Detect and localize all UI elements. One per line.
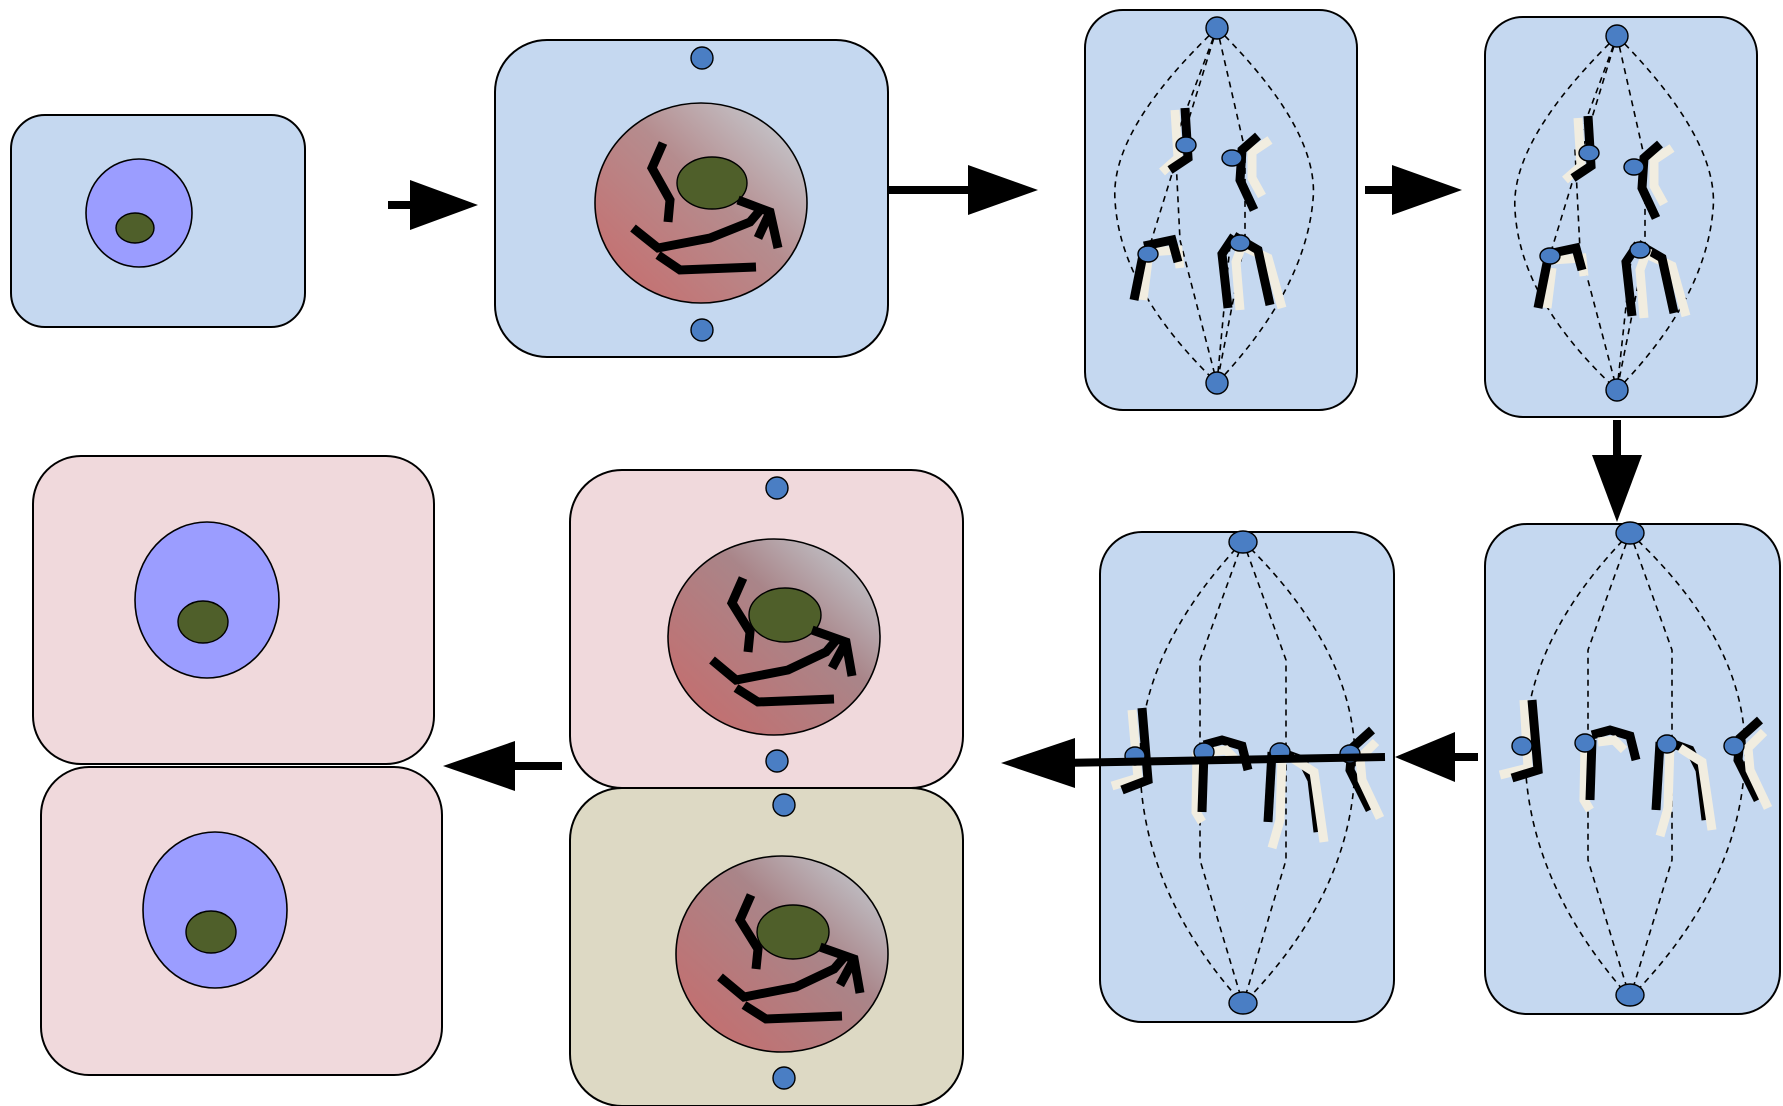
kinetochore [1629, 241, 1651, 259]
spindle-fibers [1139, 540, 1356, 1005]
kinetochore [1221, 149, 1243, 167]
cell-body [1084, 9, 1358, 411]
kinetochore [1623, 158, 1645, 176]
nucleus [142, 831, 288, 989]
centrosome [690, 46, 714, 70]
nucleolus [177, 600, 229, 644]
kinetochore [1175, 136, 1197, 154]
centrosome [1228, 530, 1258, 554]
nucleus-top [667, 538, 881, 736]
kinetochore [1656, 734, 1678, 754]
centrosome [1615, 983, 1645, 1007]
kinetochore [1723, 736, 1745, 756]
centrosome [1205, 16, 1229, 40]
centrosome [772, 1066, 796, 1090]
centrosome [690, 318, 714, 342]
centrosome [1605, 24, 1629, 48]
arrow-left-3 [443, 741, 562, 791]
arrow-left-2 [1001, 738, 1386, 788]
centrosome [1205, 371, 1229, 395]
centrosome [765, 476, 789, 500]
arrow-right-1 [388, 180, 478, 230]
arrow-right-2 [888, 165, 1038, 215]
chromosomes [1498, 699, 1773, 838]
arrow-down [1592, 420, 1642, 522]
nucleus [134, 521, 280, 679]
kinetochore [1511, 736, 1533, 756]
stage-metaphase [1484, 521, 1781, 1015]
condensing-chromosomes [630, 141, 783, 275]
kinetochore [1539, 247, 1561, 265]
arrow-right-3 [1365, 165, 1462, 215]
stage-metaphase-2 [1099, 530, 1395, 1023]
centrosome [1615, 521, 1645, 545]
arrow-left-1 [1395, 732, 1478, 782]
kinetochore [1574, 733, 1596, 753]
stage-daughter-cells [32, 455, 443, 1076]
nucleus-bottom [675, 855, 889, 1053]
centrosome [1605, 378, 1629, 402]
stage-interphase [10, 114, 306, 328]
centrosome [1228, 991, 1258, 1015]
stage-telophase [569, 469, 964, 1106]
nucleolus [676, 156, 748, 210]
stage-late-prometaphase [1484, 16, 1758, 418]
centrosome [765, 749, 789, 773]
kinetochore [1137, 245, 1159, 263]
kinetochore [1229, 234, 1251, 252]
nucleolus [185, 910, 237, 954]
stage-prometaphase [1084, 9, 1358, 411]
kinetochore [1578, 144, 1600, 162]
stage-prophase [494, 39, 889, 358]
centrosome [772, 793, 796, 817]
nucleolus [115, 212, 155, 244]
